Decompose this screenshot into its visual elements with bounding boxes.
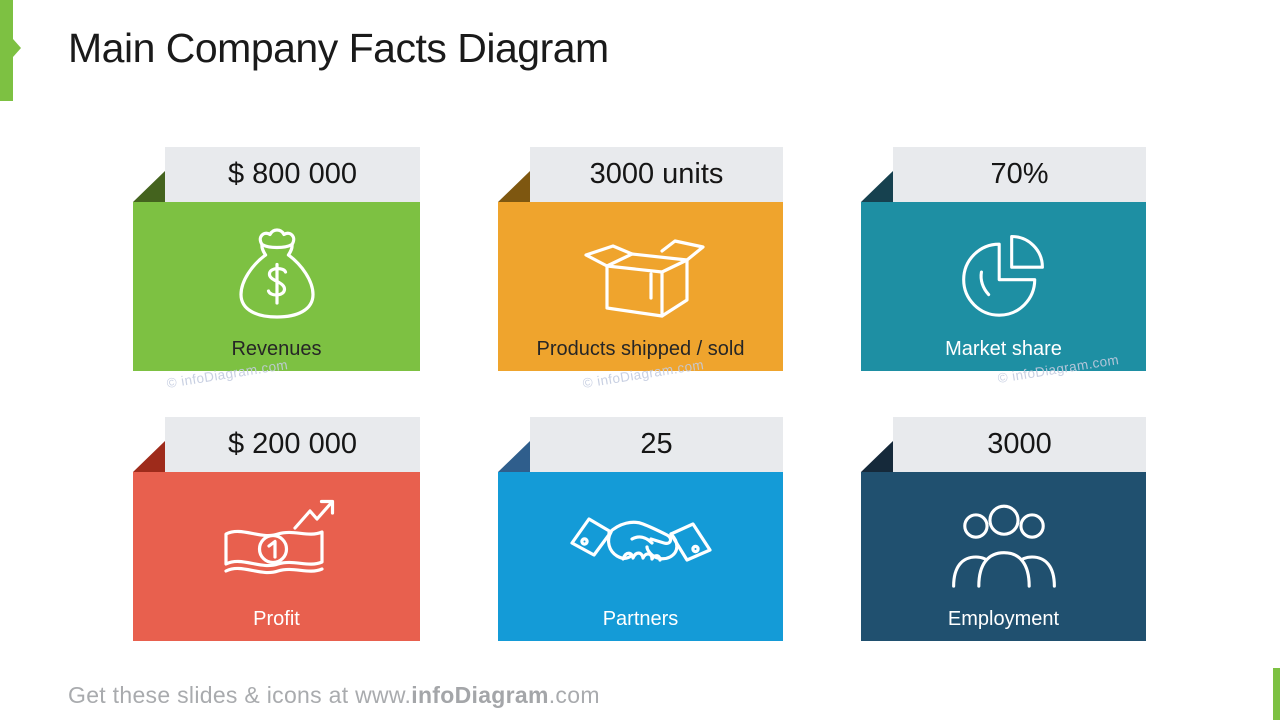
card-label: Products shipped / sold — [536, 338, 745, 360]
card-fold-corner — [133, 441, 165, 472]
card-value: 3000 units — [530, 147, 783, 202]
card-fold-corner — [861, 171, 893, 202]
card-body: Partners — [498, 472, 783, 641]
card-label: Employment — [947, 608, 1060, 630]
people-group-icon — [861, 480, 1146, 603]
card-value: 70% — [893, 147, 1146, 202]
card-value: 3000 — [893, 417, 1146, 472]
card-fold-corner — [498, 171, 530, 202]
slide-accent-bar-bottom — [1273, 668, 1280, 720]
money-bag-icon — [133, 210, 420, 333]
fact-card-revenues: $ 800 000 Revenues — [133, 147, 420, 371]
card-label: Revenues — [231, 338, 322, 360]
fact-card-market-share: 70% Market share — [861, 147, 1146, 371]
card-body: Revenues — [133, 202, 420, 371]
card-body: Market share — [861, 202, 1146, 371]
card-fold-corner — [498, 441, 530, 472]
footer-brand: infoDiagram — [411, 682, 549, 708]
fact-card-products: 3000 units Products shipped / sold — [498, 147, 783, 371]
open-box-icon — [498, 210, 783, 333]
card-value: 25 — [530, 417, 783, 472]
card-label: Partners — [602, 608, 679, 630]
card-body: Products shipped / sold — [498, 202, 783, 371]
card-label: Profit — [253, 608, 300, 630]
card-value: $ 800 000 — [165, 147, 420, 202]
card-fold-corner — [861, 441, 893, 472]
card-body: Employment — [861, 472, 1146, 641]
fact-card-employment: 3000 Employment — [861, 417, 1146, 641]
handshake-icon — [498, 480, 783, 603]
card-value: $ 200 000 — [165, 417, 420, 472]
slide-accent-bar — [0, 0, 13, 101]
card-label: Market share — [945, 338, 1062, 360]
accent-chevron-icon — [13, 39, 21, 57]
card-body: Profit — [133, 472, 420, 641]
footer-suffix: .com — [548, 682, 600, 708]
footer-credit: Get these slides & icons at www.infoDiag… — [68, 682, 600, 709]
page-title: Main Company Facts Diagram — [68, 25, 609, 71]
fact-card-profit: $ 200 000 Profit — [133, 417, 420, 641]
footer-prefix: Get these slides & icons at www. — [68, 682, 412, 708]
card-fold-corner — [133, 171, 165, 202]
fact-card-partners: 25 Partners — [498, 417, 783, 641]
money-bill-icon — [133, 480, 420, 603]
pie-chart-icon — [861, 210, 1146, 333]
